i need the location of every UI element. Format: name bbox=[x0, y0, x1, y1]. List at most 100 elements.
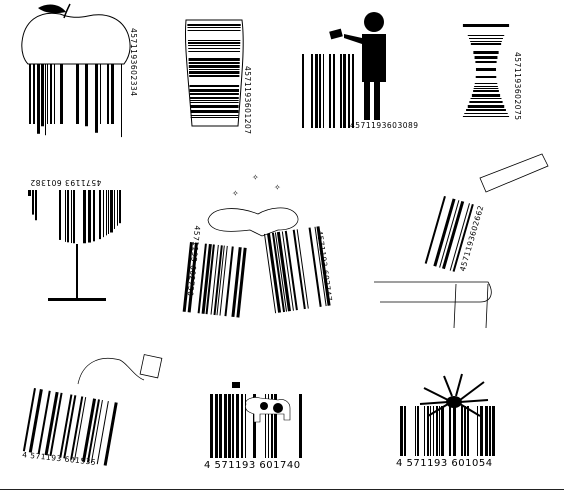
barcode-bar bbox=[100, 64, 101, 124]
barcode-number: 4571193601207 bbox=[243, 66, 252, 135]
barcode-bar bbox=[111, 64, 114, 124]
barcode-bar bbox=[276, 231, 291, 312]
sparkle-icon: ✧ bbox=[232, 189, 239, 198]
barcode-bar bbox=[29, 64, 31, 124]
barcode-bar bbox=[415, 406, 416, 456]
barcode-bar bbox=[348, 54, 350, 128]
barcode-bar bbox=[489, 406, 491, 456]
barcode-bar bbox=[187, 27, 241, 28]
barcode-number: 4571193602075 bbox=[513, 52, 522, 121]
barcode-bar bbox=[189, 97, 239, 99]
barcode-bar bbox=[467, 35, 505, 36]
barcode-bar bbox=[103, 402, 118, 466]
barcode-bar bbox=[308, 227, 322, 307]
spider-icon bbox=[400, 373, 495, 456]
barcode-bar bbox=[189, 71, 240, 74]
barcode-bar bbox=[473, 51, 499, 54]
barcode-bar bbox=[50, 64, 52, 124]
barcode-bar bbox=[188, 48, 241, 49]
barcode-bar bbox=[241, 394, 243, 458]
hourglass-icon bbox=[462, 24, 510, 117]
barcode-bar bbox=[228, 394, 231, 458]
barcode-bar bbox=[352, 54, 354, 128]
barcode-bar bbox=[417, 406, 419, 456]
barcode-bar bbox=[461, 406, 463, 456]
barcode-bar bbox=[470, 41, 502, 42]
barcode-bar bbox=[343, 54, 346, 128]
barcode-bar bbox=[210, 394, 213, 458]
barcode-bar bbox=[95, 64, 98, 133]
barcode-bar bbox=[452, 203, 474, 272]
barcode-bar bbox=[37, 390, 51, 454]
barcode-bar bbox=[271, 232, 286, 313]
beer-glass-icon bbox=[184, 19, 244, 127]
barcode-bar bbox=[453, 406, 456, 456]
barcode-bar bbox=[119, 190, 121, 224]
barcode-bar bbox=[90, 399, 103, 464]
barcode-bar bbox=[245, 394, 246, 458]
barcode-bar bbox=[49, 392, 63, 457]
barcode-bar bbox=[296, 229, 309, 309]
barcode-bar bbox=[188, 45, 241, 46]
barcode-bar bbox=[340, 54, 342, 128]
barcode-bar bbox=[22, 388, 36, 452]
barcode-bar bbox=[480, 406, 483, 456]
barcode-bar bbox=[54, 64, 55, 124]
barcode-bar bbox=[189, 89, 239, 92]
barcode-bar bbox=[73, 190, 75, 244]
divider-line bbox=[0, 489, 564, 490]
barcode-bar bbox=[292, 229, 306, 310]
barcode-bar bbox=[188, 65, 240, 68]
barcode-bar bbox=[314, 226, 327, 307]
barcode-bar bbox=[329, 54, 331, 128]
barcode-bar bbox=[266, 233, 282, 313]
pouring-glass-icon bbox=[374, 153, 549, 329]
barcode-bar bbox=[188, 58, 240, 61]
barcode-bar bbox=[319, 54, 321, 128]
toast-barcode: ✧ ✧ ✧ 4571193 602730 4571193 602747 bbox=[178, 170, 338, 320]
barcode-bar bbox=[190, 102, 239, 103]
barcode-bar bbox=[462, 116, 510, 117]
barcode-bar bbox=[469, 38, 503, 39]
person-trash-icon bbox=[302, 12, 386, 128]
barcode-bar bbox=[253, 394, 256, 458]
barcode-bar bbox=[299, 394, 302, 458]
barcode-bar bbox=[189, 85, 240, 87]
barcode-bar bbox=[182, 242, 193, 312]
barcode-bar bbox=[190, 105, 239, 108]
barcode-bar bbox=[436, 406, 438, 456]
barcode-bar bbox=[467, 406, 469, 456]
barcode-bar bbox=[467, 105, 505, 108]
barcode-bar bbox=[264, 233, 277, 314]
sparkle-icon: ✧ bbox=[252, 173, 259, 182]
wine-glass-barcode: 4571193 601382 bbox=[22, 176, 142, 306]
barcode-bar bbox=[224, 246, 234, 317]
barcode-bar bbox=[449, 203, 470, 271]
barcode-bar bbox=[216, 245, 225, 316]
barcode-bar bbox=[190, 115, 239, 116]
barcode-number: 4 571193 601054 bbox=[396, 458, 493, 469]
barcode-bar bbox=[108, 190, 109, 234]
barcode-bar bbox=[424, 196, 446, 264]
barcode-bar bbox=[83, 190, 86, 244]
barcode-bar bbox=[284, 230, 298, 311]
barcode-bar bbox=[106, 190, 107, 236]
barcode-bar bbox=[302, 54, 304, 128]
barcode-bar bbox=[449, 406, 451, 456]
barcode-bar bbox=[67, 190, 69, 243]
barcode-bar bbox=[74, 397, 87, 461]
toast-icon: ✧ ✧ ✧ bbox=[182, 173, 331, 318]
barcode-bar bbox=[475, 61, 497, 63]
barcode-bar bbox=[224, 394, 227, 458]
barcode-bar bbox=[316, 226, 331, 306]
barcode-bar bbox=[59, 190, 61, 240]
barcode-bar bbox=[439, 200, 460, 268]
barcode-bar bbox=[190, 100, 239, 101]
barcode-bar bbox=[187, 40, 241, 41]
barcode-bar bbox=[65, 190, 66, 242]
barcode-bar bbox=[311, 54, 313, 128]
barcode-bar bbox=[110, 190, 113, 233]
barcode-bar bbox=[213, 245, 223, 316]
barcode-bar bbox=[107, 64, 109, 124]
barcode-bar bbox=[427, 406, 429, 456]
